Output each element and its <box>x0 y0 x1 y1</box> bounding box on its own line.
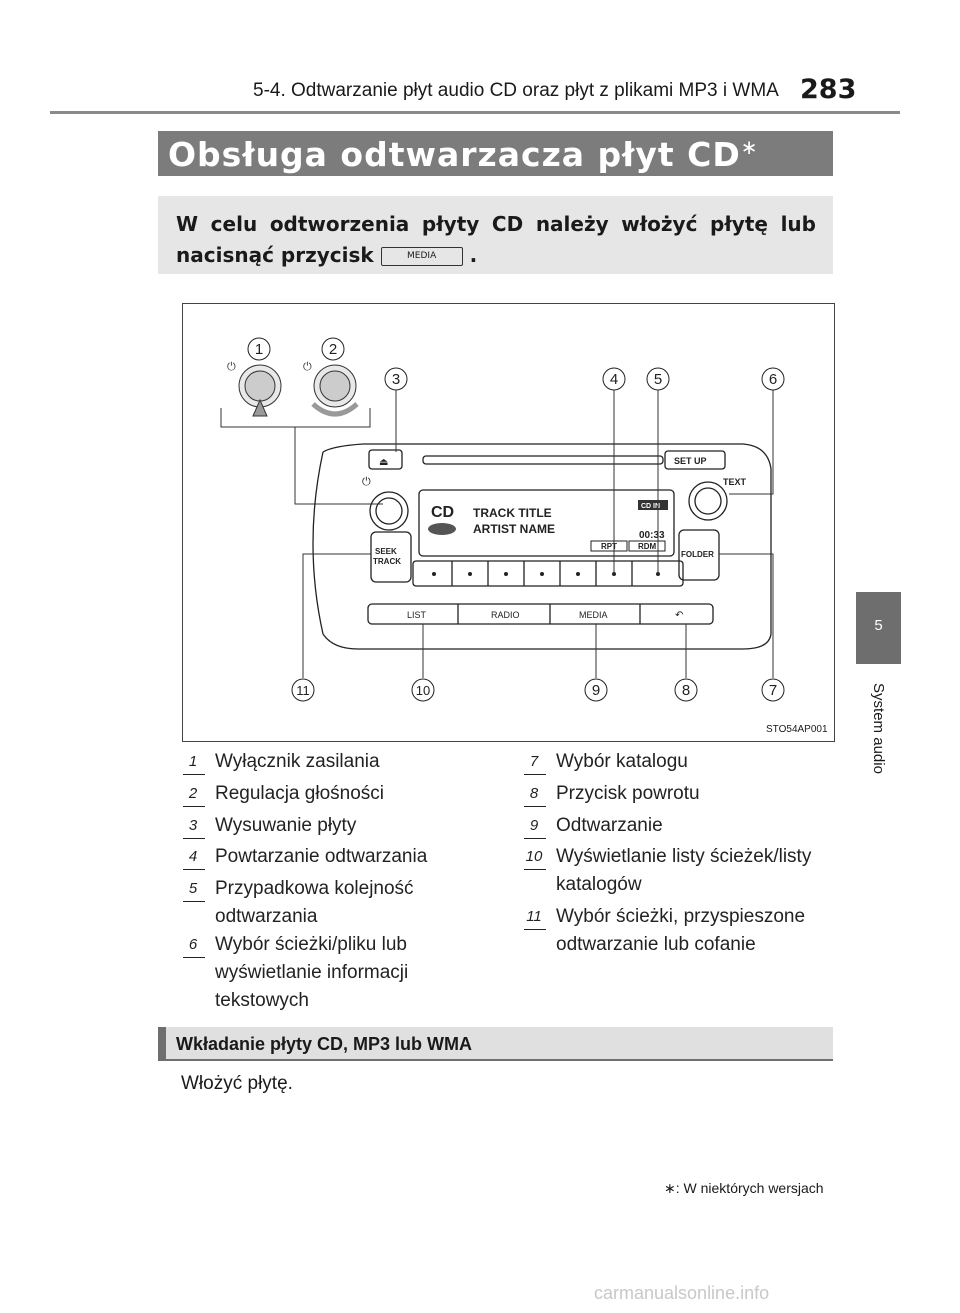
callouts: 1 2 3 4 5 6 7 8 9 10 11 <box>247 337 785 702</box>
callout-number-10: 10 <box>416 683 430 698</box>
page-title: Obsługa odtwarzacza płyt CD∗ <box>168 135 759 174</box>
callout-number-8: 8 <box>682 682 690 699</box>
callout-circle-11 <box>291 678 315 702</box>
list-label: LIST <box>407 610 427 620</box>
legend-text: Przypadkowa kolejność odtwarzania <box>215 878 414 927</box>
subsection-bar <box>158 1027 833 1061</box>
legend-number: 6 <box>183 935 205 958</box>
media-label: MEDIA <box>579 610 608 620</box>
title-bar <box>158 131 833 176</box>
legend-text: Wybór katalogu <box>556 751 688 772</box>
page-number: 283 <box>800 74 857 105</box>
callout-circle-8 <box>674 678 698 702</box>
radio-label: RADIO <box>491 610 520 620</box>
chapter-label: System audio <box>846 660 912 805</box>
track-label: TRACK <box>373 557 401 566</box>
figure-code: STO54AP001 <box>766 724 828 735</box>
legend-number: 7 <box>524 752 546 775</box>
callout-number-9: 9 <box>592 682 600 699</box>
legend-text: Wybór ścieżki/pliku lub wyświetlanie inf… <box>215 934 409 1011</box>
intro-text-after: . <box>469 243 478 267</box>
panel-dots <box>432 572 660 576</box>
legend-number: 8 <box>524 784 546 807</box>
callout-circle-2 <box>321 337 345 361</box>
power-icon: ⏻ <box>362 476 371 488</box>
legend-text: Przycisk powrotu <box>556 783 700 804</box>
legend-number: 10 <box>524 848 546 870</box>
back-icon: ↶ <box>675 610 683 621</box>
intro-text: W celu odtworzenia płyty CD należy włoży… <box>176 209 816 271</box>
callout-number-5: 5 <box>654 371 662 388</box>
callout-circle-10 <box>411 678 435 702</box>
display-source: CD <box>431 504 454 521</box>
knob-insets: ⏻ ⏻ <box>220 361 383 505</box>
callout-number-1: 1 <box>255 341 263 358</box>
legend-text: Regulacja głośności <box>215 783 384 804</box>
header-divider <box>50 111 900 114</box>
footnote: ∗: W niektórych wersjach <box>664 1180 824 1197</box>
display-time: 00:33 <box>639 530 665 541</box>
chapter-label-text: System audio <box>870 683 887 774</box>
audio-unit-illustration: ⏻ ⏻ ⏏ ⏻ SET UP TEXT CD TRACK TITLE ARTIS… <box>220 337 785 702</box>
footnote-star: ∗ <box>664 1180 676 1196</box>
intro-box <box>158 196 833 274</box>
panel-body <box>312 443 772 650</box>
display-rdm: RDM <box>638 542 657 551</box>
footnote-marker: ∗ <box>740 135 759 159</box>
legend-number: 3 <box>183 816 205 839</box>
legend-number: 9 <box>524 816 546 839</box>
watermark: carmanualsonline.info <box>594 1283 770 1303</box>
audio-unit-figure: ⏻ ⏻ ⏏ ⏻ SET UP TEXT CD TRACK TITLE ARTIS… <box>182 303 835 742</box>
legend-text: Wyświetlanie listy ścieżek/listy katalog… <box>556 846 812 895</box>
display-rpt: RPT <box>601 542 617 551</box>
callout-number-2: 2 <box>329 341 337 358</box>
footnote-text: : W niektórych wersjach <box>675 1180 824 1196</box>
legend-number: 11 <box>524 907 546 930</box>
media-key-icon: MEDIA <box>380 247 463 266</box>
display-artist: ARTIST NAME <box>473 522 555 536</box>
legend-text: Odtwarzanie <box>556 815 663 836</box>
display-track: TRACK TITLE <box>473 506 552 520</box>
text-label: TEXT <box>723 477 747 487</box>
chapter-tab: 5 <box>856 592 901 664</box>
intro-text-before: W celu odtworzenia płyty CD należy włoży… <box>176 212 816 267</box>
legend-number: 1 <box>183 752 205 775</box>
callout-circle-1 <box>247 337 271 361</box>
callout-circle-6 <box>761 367 785 391</box>
svg-text:⏻: ⏻ <box>227 361 236 373</box>
callout-circle-7 <box>761 678 785 702</box>
setup-label: SET UP <box>674 456 707 466</box>
subsection-title: Wkładanie płyty CD, MP3 lub WMA <box>176 1034 473 1054</box>
eject-icon: ⏏ <box>379 457 388 468</box>
legend-text: Wysuwanie płyty <box>215 815 357 836</box>
callout-number-11: 11 <box>296 683 310 698</box>
callout-circle-3 <box>384 367 408 391</box>
page-title-text: Obsługa odtwarzacza płyt CD <box>168 135 741 174</box>
display-indicator: CD IN <box>641 503 660 510</box>
callout-number-4: 4 <box>610 371 618 388</box>
callout-number-3: 3 <box>392 371 400 388</box>
folder-label: FOLDER <box>681 550 714 559</box>
leader-lines <box>302 389 774 678</box>
legend-number: 5 <box>183 879 205 902</box>
section-header: 5-4. Odtwarzanie płyt audio CD oraz płyt… <box>253 80 779 101</box>
callout-circle-4 <box>602 367 626 391</box>
callout-circle-9 <box>584 678 608 702</box>
body-text: Włożyć płytę. <box>181 1073 293 1094</box>
legend-text: Wyłącznik zasilania <box>215 751 380 772</box>
legend-text: Wybór ścieżki, przyspieszone odtwarzanie… <box>556 906 806 955</box>
callout-number-7: 7 <box>769 682 777 699</box>
seek-label: SEEK <box>375 547 397 556</box>
callout-circle-5 <box>646 367 670 391</box>
callout-number-6: 6 <box>769 371 777 388</box>
disc-icon <box>428 523 456 535</box>
legend-number: 4 <box>183 847 205 870</box>
svg-text:⏻: ⏻ <box>303 361 312 373</box>
legend-text: Powtarzanie odtwarzania <box>215 846 428 867</box>
legend-number: 2 <box>183 784 205 807</box>
